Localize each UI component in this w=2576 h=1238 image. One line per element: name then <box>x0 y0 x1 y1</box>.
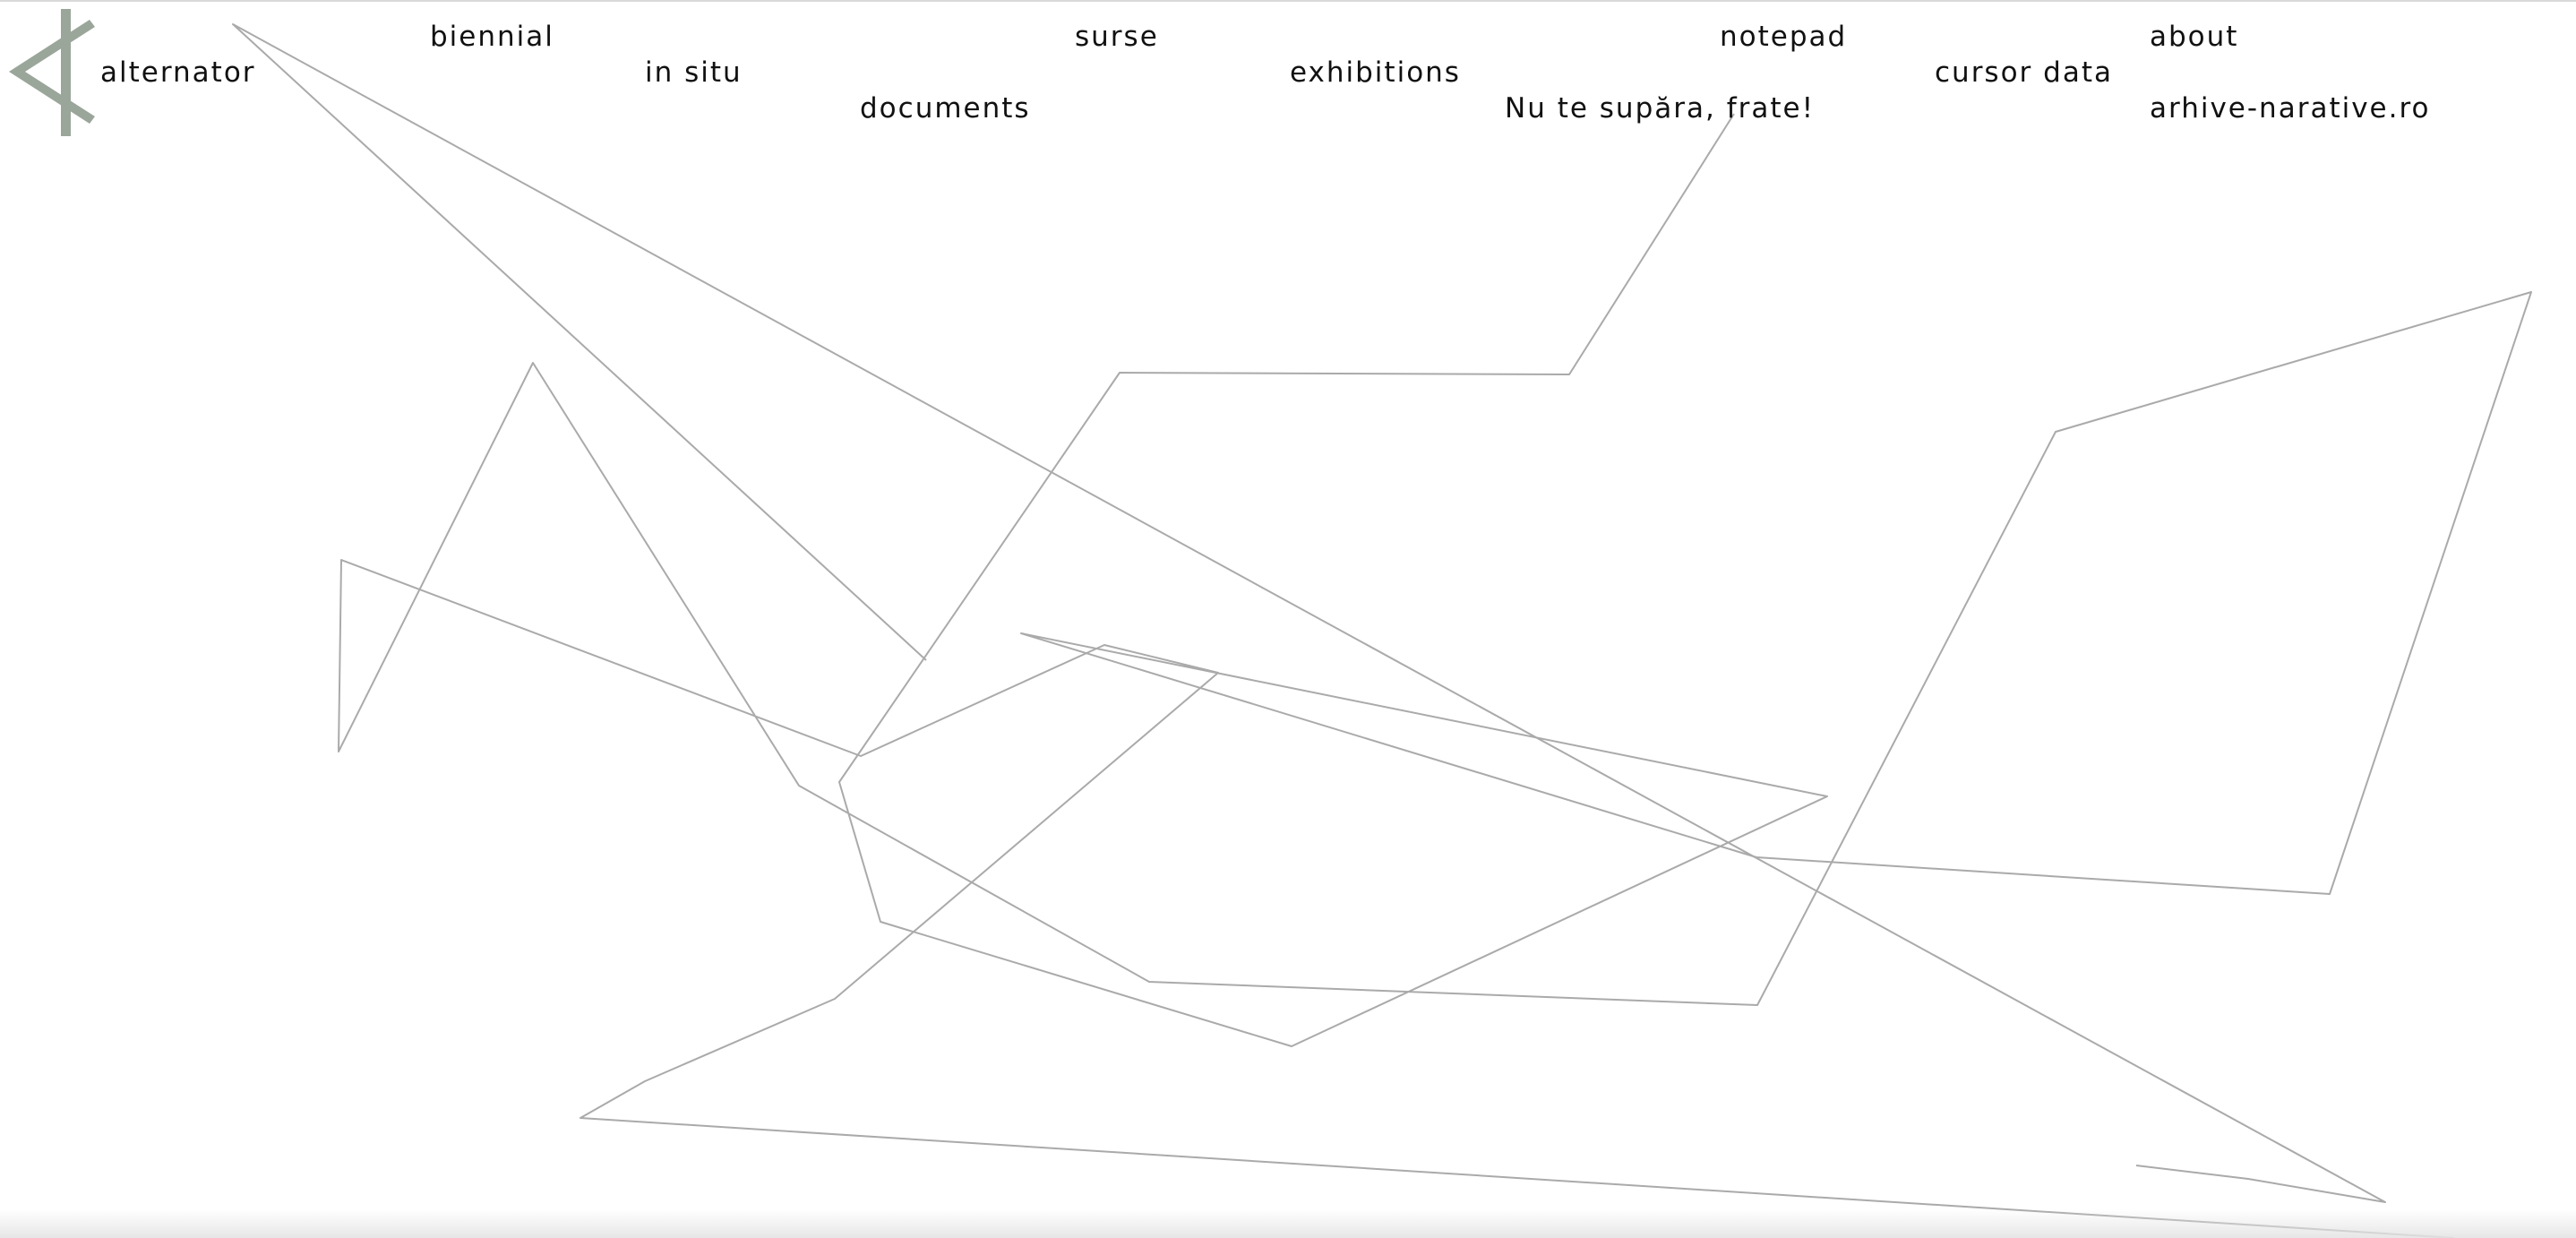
alternator-logo-icon[interactable] <box>7 9 97 136</box>
nav-link-surse[interactable]: surse <box>1075 21 1159 53</box>
bottom-shadow <box>0 1209 2576 1238</box>
nav-link-in-situ[interactable]: in situ <box>645 56 743 89</box>
nav-link-about[interactable]: about <box>2150 21 2239 53</box>
nav-link-notepad[interactable]: notepad <box>1720 21 1848 53</box>
nav-brand-alternator[interactable]: alternator <box>100 56 256 89</box>
nav-link-documents[interactable]: documents <box>860 92 1031 125</box>
nav-link-arhive-narative[interactable]: arhive-narative.ro <box>2150 92 2431 125</box>
cursor-trail-path-long <box>232 23 2386 1203</box>
nav-link-cursor-data[interactable]: cursor data <box>1935 56 2113 89</box>
nav-link-exhibitions[interactable]: exhibitions <box>1290 56 1461 89</box>
nav-link-nu-te-supara-frate[interactable]: Nu te supăra, frate! <box>1505 92 1816 125</box>
nav-link-biennial[interactable]: biennial <box>430 21 554 53</box>
cursor-trail-path <box>338 113 2532 1238</box>
top-divider <box>0 0 2576 2</box>
